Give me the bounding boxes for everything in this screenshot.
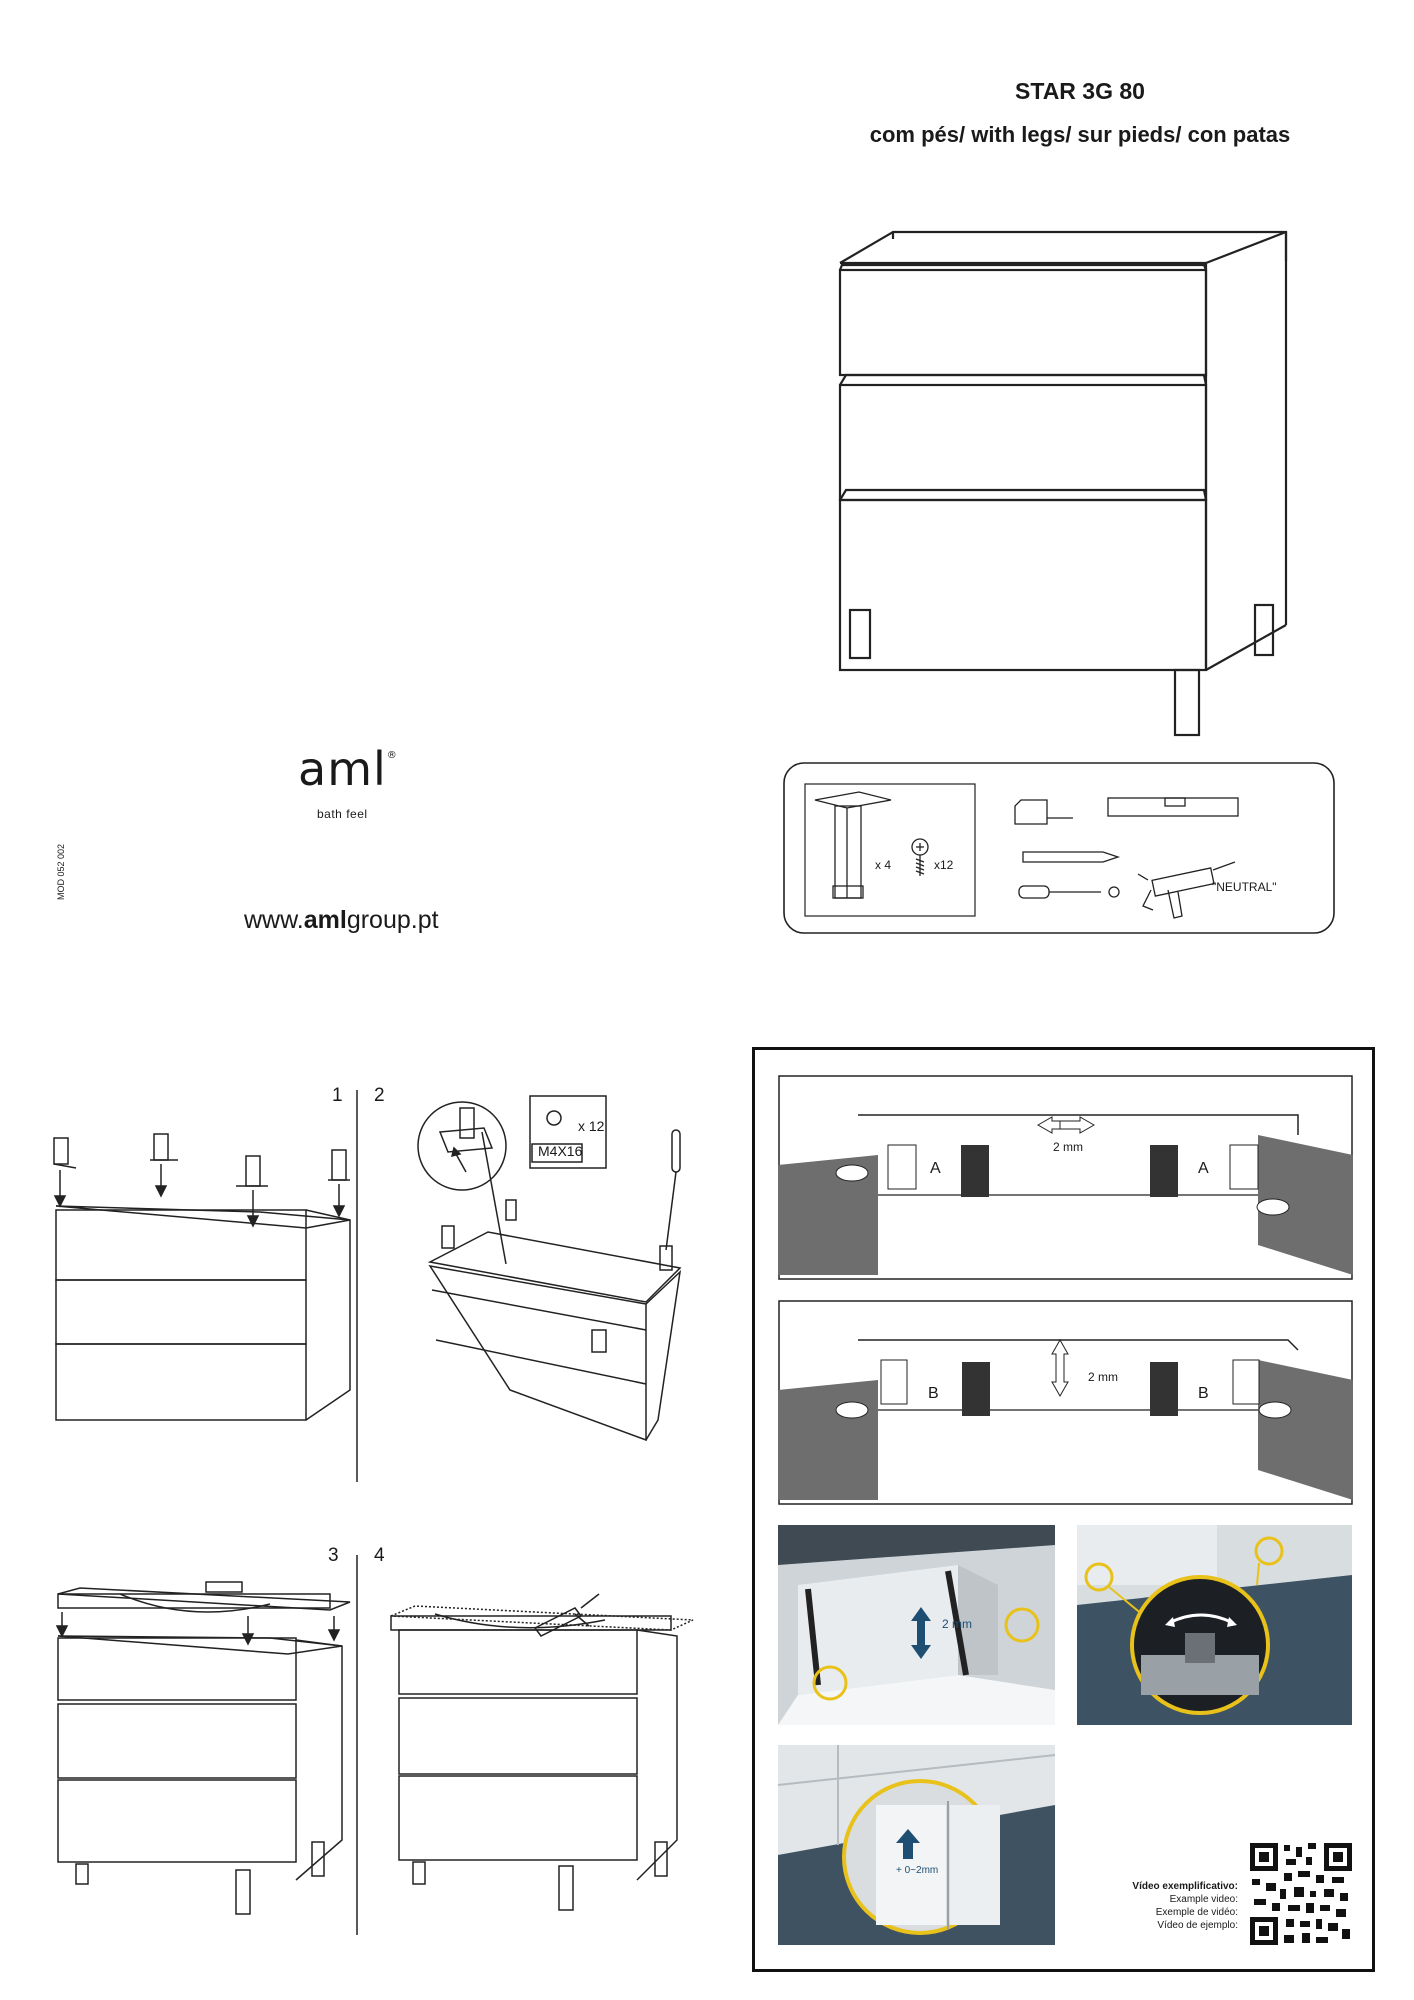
screws-quantity: x12 xyxy=(934,858,954,872)
step-2-illustration xyxy=(417,1095,682,1442)
hinge-label-b-right: B xyxy=(1198,1385,1209,1402)
step-divider-top xyxy=(356,1090,358,1482)
website-url[interactable]: www.amlgroup.pt xyxy=(244,906,439,934)
step-1-number: 1 xyxy=(332,1085,343,1106)
product-subtitle: com pés/ with legs/ sur pieds/ con patas xyxy=(869,122,1291,147)
sealant-label: "NEUTRAL" xyxy=(1212,880,1277,894)
drawer-height-dimension: 2 mm xyxy=(942,1617,972,1631)
video-caption: Vídeo exemplificativo: Example video: Ex… xyxy=(1132,1881,1238,1931)
hinge-adjust-panel-a xyxy=(778,1075,1353,1280)
panel-a-dimension: 2 mm xyxy=(1053,1140,1083,1154)
step-3-illustration xyxy=(55,1581,351,1915)
step-4-number: 4 xyxy=(374,1545,385,1566)
hinge-label-a-right: A xyxy=(1198,1160,1209,1177)
cabinet-main-illustration xyxy=(838,230,1288,737)
parts-tools-frame xyxy=(783,762,1335,934)
hinge-adjust-panel-b xyxy=(778,1300,1353,1505)
step-1-illustration xyxy=(53,1133,351,1421)
product-title: STAR 3G 80 xyxy=(1015,78,1145,104)
drawer-depth-photo xyxy=(1077,1525,1352,1725)
drawer-height-photo xyxy=(778,1525,1055,1725)
step-divider-bottom xyxy=(356,1555,358,1935)
panel-b-dimension: 2 mm xyxy=(1088,1370,1118,1384)
aml-logo: aml® xyxy=(298,742,398,796)
drawer-front-photo xyxy=(777,1745,1056,1945)
document-code: MOD 052 002 xyxy=(56,843,66,900)
step-2-number: 2 xyxy=(374,1085,385,1106)
hinge-label-a-left: A xyxy=(930,1160,941,1177)
step-4-illustration xyxy=(390,1593,694,1911)
step-2-screw-spec: M4X16 xyxy=(538,1143,583,1159)
vertical-adjust-dimension: + 0~2mm xyxy=(896,1865,939,1876)
step-2-screw-qty: x 12 xyxy=(578,1118,605,1134)
adjustment-frame xyxy=(752,1047,1375,1972)
legs-quantity: x 4 xyxy=(875,858,892,872)
hinge-label-b-left: B xyxy=(928,1385,939,1402)
step-3-number: 3 xyxy=(328,1545,339,1566)
qr-code[interactable] xyxy=(1250,1843,1352,1945)
brand-tagline: bath feel xyxy=(317,807,368,821)
